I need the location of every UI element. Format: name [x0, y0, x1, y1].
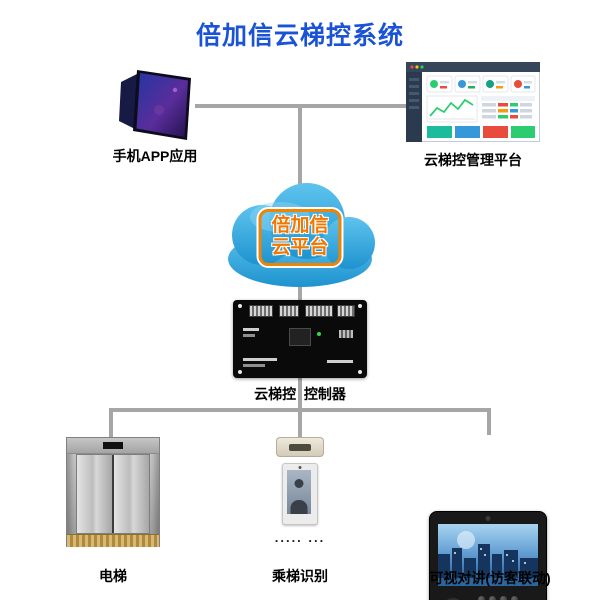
connector-cloud-controller: [298, 280, 302, 306]
face-terminal: [282, 463, 318, 525]
led-indicator-icon: [317, 332, 321, 336]
cloud-platform: 倍加信 云平台: [212, 173, 388, 293]
controller-board: [233, 300, 367, 378]
keypad: [478, 596, 518, 600]
controller-label: 云梯控 控制器: [254, 386, 346, 402]
reader-display-icon: [289, 443, 311, 451]
elevator-lintel: [67, 438, 159, 454]
elevator-floor-carpet: [67, 534, 159, 547]
connector-recognition-drop: [298, 408, 302, 439]
screw-icon: [238, 304, 242, 308]
foldable-phone-icon: [119, 70, 191, 140]
camera-icon: [298, 466, 302, 469]
terminal-block-icon: [279, 305, 299, 317]
board-marking: [243, 334, 255, 337]
connector-port-icon: [339, 330, 353, 338]
elevator-doors: [76, 454, 150, 534]
connector-controller-bus: [298, 376, 302, 412]
terminal-block-icon: [337, 305, 355, 317]
connector-intercom-drop: [487, 408, 491, 435]
phone-device: [113, 66, 197, 151]
floor-display-icon: [103, 442, 123, 449]
elevator-door-right: [112, 455, 149, 533]
board-marking: [243, 328, 259, 331]
card-reader-icon: [276, 437, 324, 457]
screw-icon: [358, 370, 362, 374]
camera-icon: [485, 516, 491, 521]
person-silhouette-head: [294, 479, 304, 488]
diagram-title: 倍加信云梯控系统: [195, 22, 404, 50]
elevator-device: [66, 437, 160, 547]
connector-elevator-drop: [109, 408, 113, 439]
phone-label: 手机APP应用: [112, 148, 198, 164]
platform-dashboard: [406, 62, 540, 147]
elevator-label: 电梯: [99, 568, 127, 584]
chip-icon: [289, 328, 311, 346]
connector-cloud-up: [298, 104, 302, 196]
board-marking: [243, 358, 277, 361]
ellipsis-dots: ..... ...: [274, 530, 326, 545]
intercom-device: [429, 511, 547, 600]
keypad-button-icon: [511, 596, 518, 600]
platform-label: 云梯控管理平台: [424, 152, 522, 168]
intercom-screen: [438, 524, 538, 586]
recognition-label: 乘梯识别: [272, 568, 328, 584]
screw-icon: [238, 370, 242, 374]
intercom-label: 可视对讲(访客联动): [429, 570, 551, 586]
screw-icon: [358, 304, 362, 308]
person-silhouette-body: [290, 500, 308, 514]
keypad-button-icon: [500, 596, 507, 600]
recognition-device: ..... ...: [270, 437, 330, 545]
terminal-block-icon: [249, 305, 273, 317]
cloud-badge: 倍加信 云平台: [258, 209, 342, 266]
cityscape-image: [438, 524, 538, 586]
board-marking: [243, 364, 265, 367]
elevator-body: [67, 454, 159, 534]
cloud-badge-line2: 云平台: [271, 237, 329, 259]
elevator-door-left: [77, 455, 112, 533]
board-marking: [327, 360, 353, 363]
dashboard-screenshot-icon: [406, 62, 540, 142]
keypad-button-icon: [478, 596, 485, 600]
face-terminal-screen: [287, 470, 311, 514]
terminal-block-icon: [305, 305, 333, 317]
keypad-button-icon: [489, 596, 496, 600]
cloud-badge-line1: 倍加信: [271, 215, 329, 236]
